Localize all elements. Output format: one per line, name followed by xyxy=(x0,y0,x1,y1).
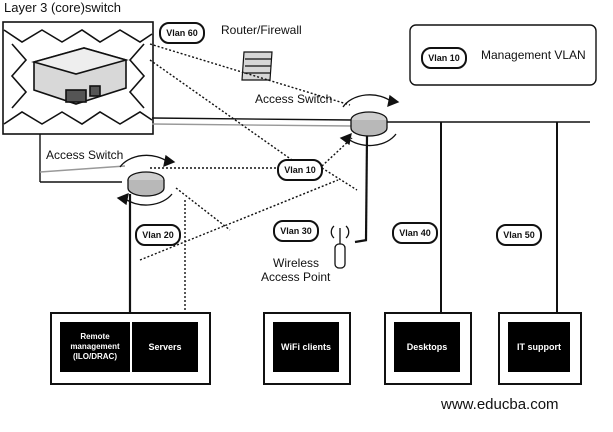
core-switch-label: Layer 3 (core)switch xyxy=(4,0,122,15)
legend-label: Management VLAN xyxy=(481,48,586,62)
core-switch-icon xyxy=(2,21,154,135)
vlan-badge: Vlan 50 xyxy=(496,224,542,246)
vlan-badge: Vlan 20 xyxy=(135,224,181,246)
wifi-clients-box: WiFi clients xyxy=(273,322,339,372)
wireless-ap-label: Wireless xyxy=(273,256,320,270)
it-support-box: IT support xyxy=(508,322,570,372)
vlan-badge: Vlan 60 xyxy=(159,22,205,44)
wireless-antenna-icon xyxy=(330,225,350,269)
vlan-badge: Vlan 30 xyxy=(273,220,319,242)
vlan-badge: Vlan 40 xyxy=(392,222,438,244)
access-switch-icon xyxy=(339,94,400,147)
remote-management-box: Remote management (ILO/DRAC) xyxy=(60,322,130,372)
wireless-ap-label: Access Point xyxy=(261,270,331,284)
access-switch-label: Access Switch xyxy=(255,92,333,106)
servers-box: Servers xyxy=(132,322,198,372)
vlan-badge: Vlan 10 xyxy=(277,159,323,181)
router-firewall-label: Router/Firewall xyxy=(221,23,302,37)
access-switch-icon xyxy=(116,154,176,206)
legend-vlan-badge: Vlan 10 xyxy=(421,47,467,69)
watermark: www.educba.com xyxy=(441,396,559,413)
access-switch-label: Access Switch xyxy=(46,148,124,162)
router-firewall-icon xyxy=(241,51,273,81)
desktops-box: Desktops xyxy=(394,322,460,372)
legend-frame xyxy=(409,24,597,86)
